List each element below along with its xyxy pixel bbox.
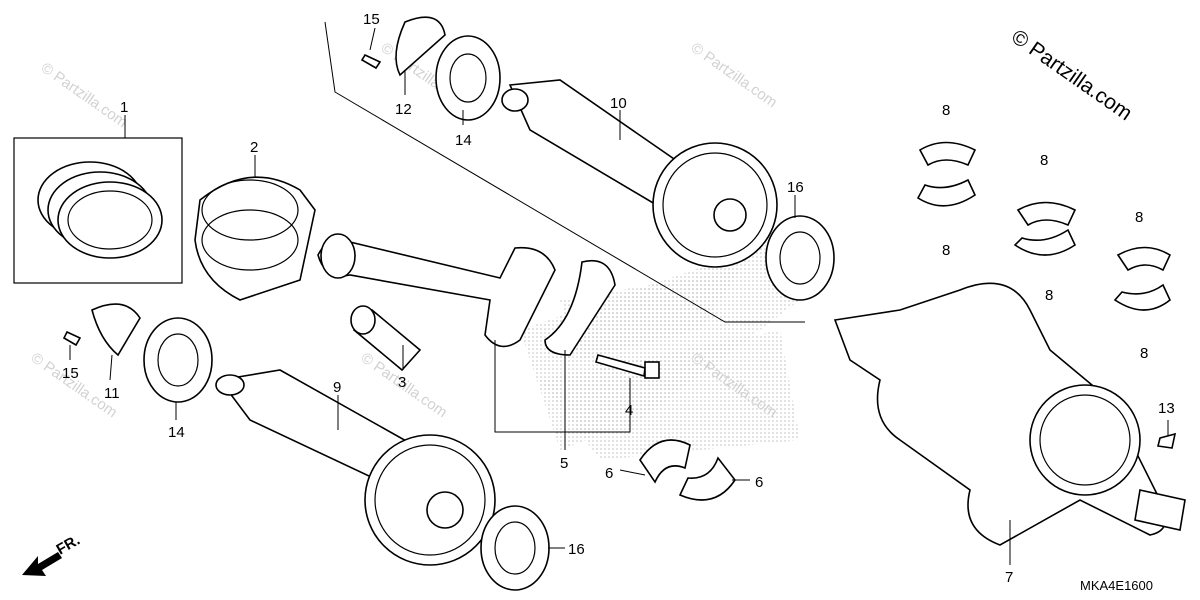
callout-1: 1 <box>120 99 128 116</box>
callout-15b: 15 <box>62 365 79 382</box>
callout-8c: 8 <box>1040 152 1048 169</box>
callout-9: 9 <box>333 379 341 396</box>
callout-10: 10 <box>610 95 627 112</box>
part-12-setting-plate <box>395 16 446 77</box>
callout-6b: 6 <box>755 474 763 491</box>
callout-4: 4 <box>625 402 633 419</box>
callout-8a: 8 <box>942 102 950 119</box>
callout-15a: 15 <box>363 11 380 28</box>
part-1-piston-rings <box>13 137 183 284</box>
callout-14a: 14 <box>455 132 472 149</box>
watermark-text: © Partzilla.com <box>688 39 781 111</box>
part-9-balancer-shaft <box>215 369 496 566</box>
leader-lines <box>69 21 1169 565</box>
part-5-rod-cap <box>544 260 616 356</box>
part-7-crankshaft <box>833 282 1186 546</box>
callout-8f: 8 <box>1140 345 1148 362</box>
part-10-balancer-shaft <box>501 79 778 268</box>
callout-12: 12 <box>395 101 412 118</box>
part-6-rod-bearings <box>639 439 736 501</box>
callout-2: 2 <box>250 139 258 156</box>
callout-13: 13 <box>1158 400 1175 417</box>
front-direction-indicator: FR. <box>22 532 83 576</box>
part-13-woodruff-key <box>1157 432 1177 449</box>
callout-16b: 16 <box>568 541 585 558</box>
callout-3: 3 <box>398 374 406 391</box>
callout-5: 5 <box>560 455 568 472</box>
diagram-code: MKA4E1600 <box>1080 578 1153 593</box>
part-16-bearing-lower <box>480 505 550 591</box>
part-8-main-bearings <box>916 141 1172 311</box>
part-2-piston <box>194 176 316 301</box>
part-16-bearing-upper <box>765 215 835 301</box>
callout-8d: 8 <box>1045 287 1053 304</box>
callout-8b: 8 <box>942 242 950 259</box>
watermark-text: © Partzilla.com <box>38 59 131 131</box>
connecting-rod <box>317 233 556 348</box>
part-15-bolt-upper <box>360 53 382 70</box>
callouts: 1 2 3 4 5 6 6 7 8 8 8 8 8 8 9 10 11 12 1… <box>62 11 1175 586</box>
callout-11: 11 <box>104 385 120 402</box>
callout-6a: 6 <box>605 465 613 482</box>
callout-14b: 14 <box>168 424 185 441</box>
part-4-rod-bolt <box>595 354 660 379</box>
copyright-text: © Partzilla.com <box>1007 25 1136 125</box>
part-15-bolt-lower <box>62 330 82 347</box>
part-11-setting-plate <box>91 303 141 357</box>
honda-wing-logo-background <box>520 240 800 460</box>
callout-7: 7 <box>1005 569 1013 586</box>
callout-8e: 8 <box>1135 209 1143 226</box>
arrow-icon <box>22 552 62 576</box>
callout-16a: 16 <box>787 179 804 196</box>
part-14-bearing-upper <box>435 35 501 121</box>
part-14-bearing-lower <box>143 317 213 403</box>
